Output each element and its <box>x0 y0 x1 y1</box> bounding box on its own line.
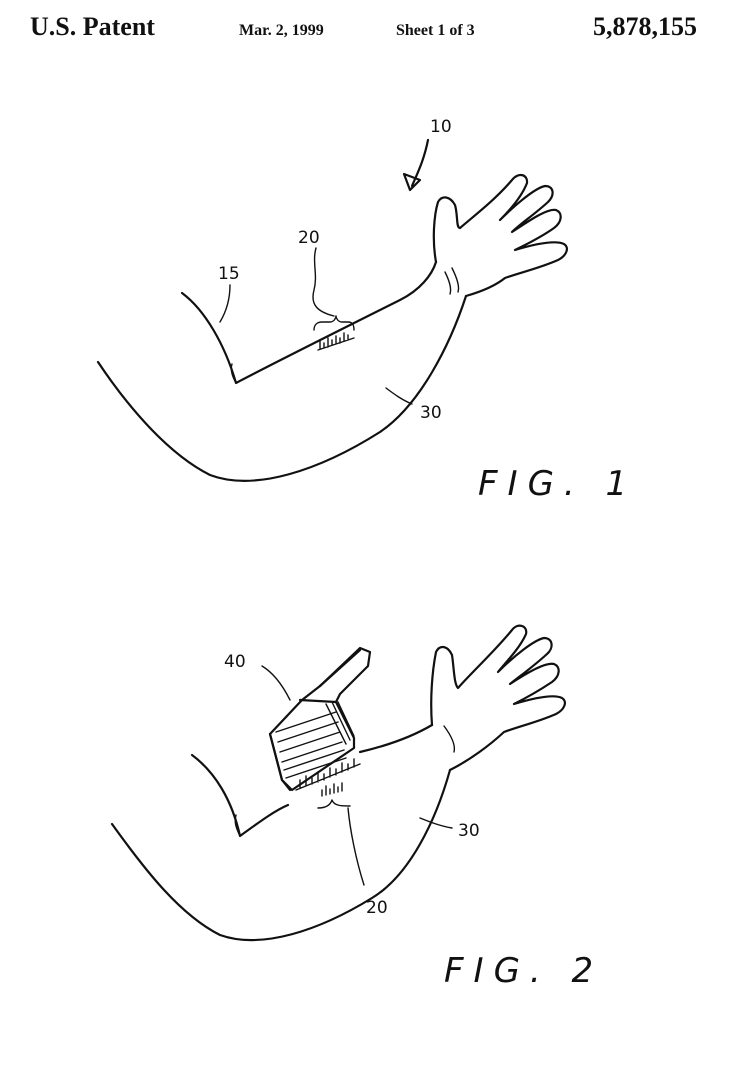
header-date: Mar. 2, 1999 <box>239 22 324 39</box>
fig1-arrowhead <box>402 172 422 192</box>
fig2-hand-outline <box>430 624 566 772</box>
fig1-scale-bracket <box>313 315 355 331</box>
fig1-arm-outer-contour <box>96 294 468 482</box>
header-patent-number: 5,878,155 <box>593 12 697 41</box>
fig2-scale-bracket <box>317 799 351 809</box>
fig1-ref-30: 30 <box>420 403 442 423</box>
fig1-caption: FIG. 1 <box>478 464 637 504</box>
fig1-hand-outline <box>432 173 568 298</box>
fig1-ref-20: 20 <box>298 228 320 248</box>
header-office: U.S. Patent <box>30 12 155 41</box>
fig2-band-body <box>268 646 372 792</box>
fig1-elbow-line <box>230 363 237 384</box>
fig1-arrow-10 <box>410 138 430 188</box>
fig1-wrist-crease <box>444 267 460 295</box>
fig1-ref-15: 15 <box>218 264 240 284</box>
fig1-arm-upper-contour <box>180 260 438 385</box>
fig1-ref-10: 10 <box>430 117 452 137</box>
fig1-leader-15 <box>219 284 231 323</box>
fig2-scale-ticks <box>295 758 361 797</box>
fig2-band-hatching <box>275 701 355 779</box>
fig2-arm-outer-contour <box>110 768 452 942</box>
fig2-ref-20: 20 <box>366 898 388 918</box>
fig1-leader-30 <box>385 387 413 405</box>
fig2-band-front-face <box>268 648 362 792</box>
fig2-elbow-line <box>234 814 241 837</box>
fig2-ref-30: 30 <box>458 821 480 841</box>
fig1-leader-20 <box>312 247 335 317</box>
header-sheet: Sheet 1 of 3 <box>396 22 475 39</box>
figure-1-drawing: 10 20 15 30 FIG. 1 <box>96 117 637 504</box>
fig2-leader-20 <box>347 807 365 886</box>
fig2-ref-40: 40 <box>224 652 246 672</box>
fig2-caption: FIG. 2 <box>444 951 603 991</box>
fig2-wrist-crease <box>443 725 456 753</box>
figure-2-drawing: 40 30 20 FIG. 2 <box>110 624 603 991</box>
fig2-leader-30 <box>419 817 453 829</box>
fig1-scale-ticks <box>317 332 355 351</box>
fig2-leader-40 <box>261 665 291 701</box>
